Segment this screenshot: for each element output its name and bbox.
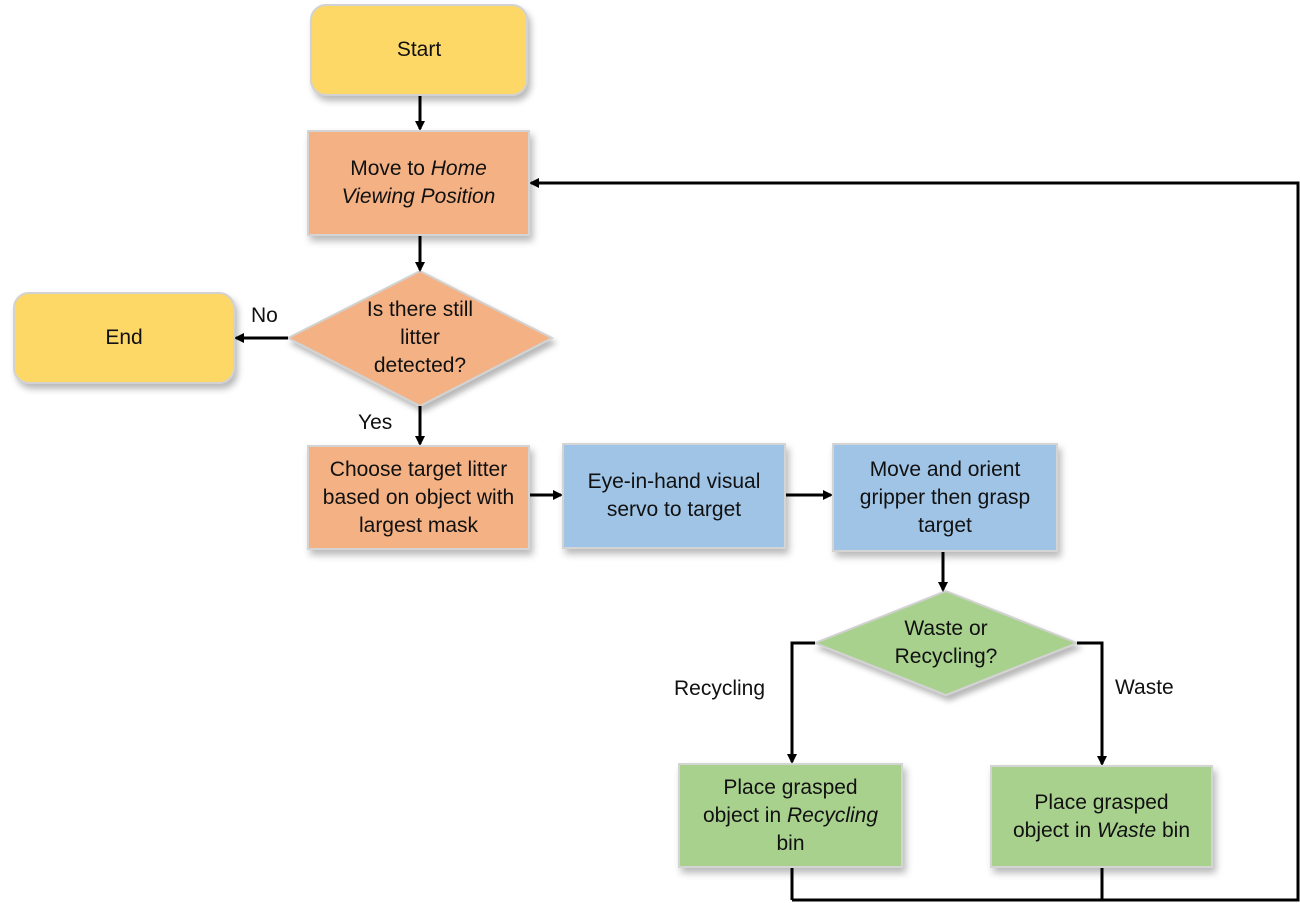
arrow-sort-to-waste (1077, 641, 1107, 766)
node-label-segment: End (105, 326, 143, 349)
arrow-sort-to-recycling (787, 641, 815, 764)
end-node: End (13, 292, 235, 384)
choose-target-litter-node: Choose target litter based on object wit… (307, 445, 530, 550)
node-label-segment: Place grasped object in (1012, 790, 1169, 842)
node-label-segment: Waste (1097, 818, 1157, 842)
node-label-segment: Choose target litter based on object wit… (322, 457, 515, 537)
node-label-segment: Is there still litter detected? (366, 298, 474, 377)
visual-servo-node: Eye-in-hand visual servo to target (562, 443, 786, 549)
waste-or-recycling-decision: Waste or Recycling? (846, 613, 1046, 673)
node-label: End (105, 324, 142, 352)
edge-label-yes: Yes (358, 411, 393, 434)
decision-diamond-sort (812, 589, 1080, 697)
node-label: Place grasped object in Waste bin (1013, 789, 1190, 845)
edge-label-waste: Waste (1115, 676, 1174, 699)
node-label: Move to Home Viewing Position (342, 155, 496, 211)
node-label-segment: Move to (350, 157, 431, 180)
node-label: Waste or Recycling? (895, 615, 998, 671)
node-label-segment: Waste or Recycling? (894, 617, 998, 668)
start-node: Start (310, 4, 528, 96)
node-label-segment: Home (430, 157, 487, 180)
node-label-segment: bin (1156, 818, 1191, 842)
litter-detected-decision: Is there still litter detected? (320, 292, 520, 384)
edge-label-recycling: Recycling (674, 677, 766, 700)
node-label-segment: Eye-in-hand visual servo to target (587, 470, 761, 521)
node-label: Choose target litter based on object wit… (323, 456, 514, 540)
home-viewing-position-node: Move to Home Viewing Position (307, 130, 530, 236)
node-label: Move and orient gripper then grasp targe… (860, 456, 1030, 540)
grasp-target-node: Move and orient gripper then grasp targe… (832, 443, 1058, 552)
node-label-segment: Move and orient gripper then grasp targe… (859, 457, 1031, 537)
edge-label-no: No (251, 304, 278, 327)
node-label: Start (397, 36, 441, 64)
node-label-segment: Recycling (787, 803, 879, 827)
node-label-segment: Place grasped object in (702, 775, 858, 827)
node-label: Is there still litter detected? (367, 296, 473, 380)
recycling-bin-node: Place grasped object in Recycling bin (678, 763, 903, 868)
node-label: Place grasped object in Recycling bin (703, 774, 878, 858)
waste-bin-node: Place grasped object in Waste bin (990, 765, 1213, 868)
node-label-segment: bin (776, 831, 805, 855)
node-label-segment: Start (396, 38, 442, 61)
node-label: Eye-in-hand visual servo to target (588, 468, 761, 524)
arrow-loop-back-to-home (529, 178, 1300, 902)
node-label-segment: Viewing Position (341, 185, 496, 208)
